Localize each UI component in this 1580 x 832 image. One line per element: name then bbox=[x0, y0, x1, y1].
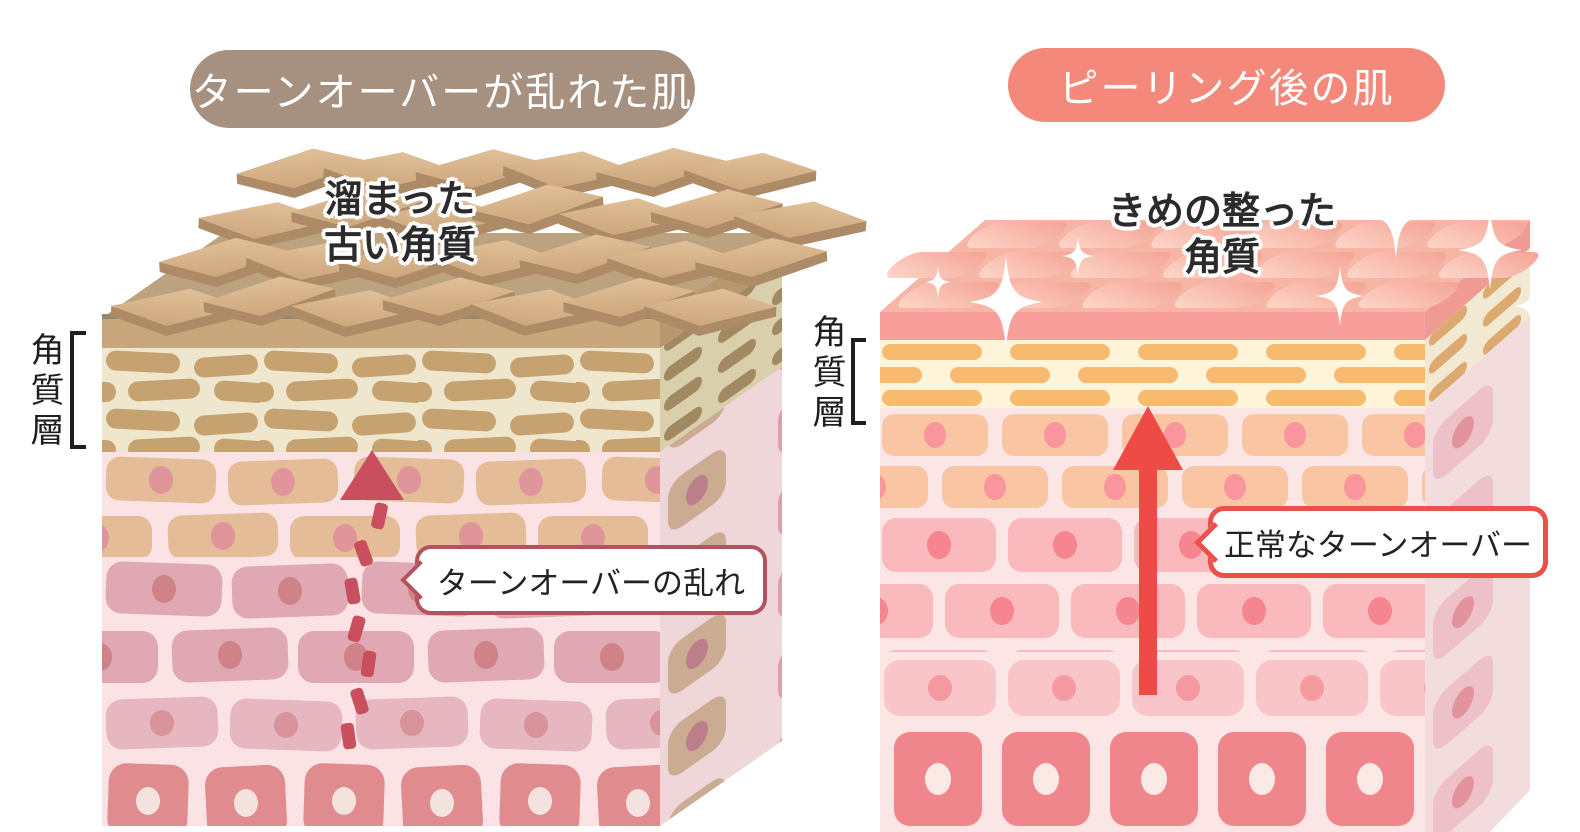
right-callout-text: 正常なターンオーバー bbox=[1223, 527, 1533, 564]
right-stratum-corneum-layer bbox=[880, 340, 1425, 408]
left-title-text: ターンオーバーが乱れた肌 bbox=[191, 70, 694, 116]
left-skin-block bbox=[102, 144, 868, 826]
turnover-disorder-arrow bbox=[340, 450, 404, 750]
right-title-badge: ピーリング後の肌 bbox=[1008, 48, 1445, 122]
left-surface-caption: 溜まった 古い角質 bbox=[323, 177, 476, 268]
right-callout-bubble: 正常なターンオーバー bbox=[1193, 506, 1548, 578]
left-layer-bracket bbox=[70, 331, 86, 449]
right-title-text: ピーリング後の肌 bbox=[1058, 66, 1395, 112]
right-skin-block bbox=[880, 170, 1550, 832]
left-stratum-corneum-layer bbox=[102, 348, 660, 452]
right-layer-bracket bbox=[851, 338, 866, 425]
left-title-badge: ターンオーバーが乱れた肌 bbox=[190, 50, 695, 128]
left-callout-text: ターンオーバーの乱れ bbox=[436, 565, 746, 602]
right-surface-caption: きめの整った 角質 bbox=[1107, 189, 1336, 280]
normal-turnover-arrow bbox=[1113, 406, 1183, 695]
left-layer-label: 角質層 bbox=[24, 332, 64, 452]
right-layer-label: 角質層 bbox=[806, 314, 846, 434]
left-callout-bubble: ターンオーバーの乱れ bbox=[400, 545, 767, 615]
right-top-face bbox=[880, 220, 1539, 312]
